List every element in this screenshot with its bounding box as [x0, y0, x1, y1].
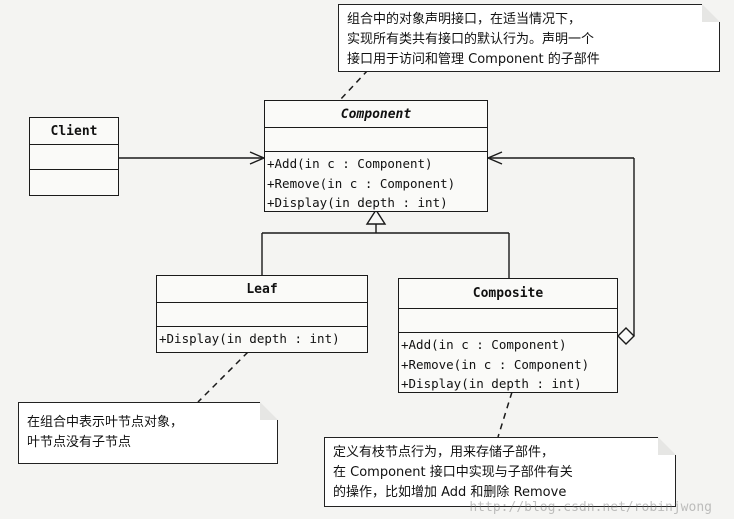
leaf-op-display: +Display(in depth : int): [159, 331, 340, 346]
composite-op-remove: +Remove(in c : Component): [401, 356, 590, 372]
component-class-name: Component: [265, 101, 487, 128]
component-note-line-2: 实现所有类共有接口的默认行为。声明一个: [347, 32, 595, 47]
composite-operations-compartment: +Add(in c : Component) +Remove(in c : Co…: [399, 333, 617, 394]
composite-attributes-compartment: [399, 309, 617, 333]
watermark: http://blog.csdn.net/robinjwong: [469, 500, 712, 515]
composite-note-line-1: 定义有枝节点行为，用来存储子部件，: [333, 445, 555, 460]
component-note-line-3: 接口用于访问和管理 Component 的子部件: [347, 52, 600, 67]
composite-aggregation: [486, 151, 635, 345]
component-attributes-compartment: [265, 128, 487, 152]
composite-note-link: [497, 391, 513, 438]
component-note: 组合中的对象声明接口，在适当情况下， 实现所有类共有接口的默认行为。声明一个 接…: [338, 3, 721, 72]
leaf-operations-compartment: +Display(in depth : int): [157, 327, 367, 349]
component-op-remove: +Remove(in c : Component): [267, 175, 456, 191]
component-note-link: [339, 69, 369, 101]
component-operations-compartment: +Add(in c : Component) +Remove(in c : Co…: [265, 152, 487, 213]
leaf-attributes-compartment: [157, 303, 367, 327]
composite-op-add: +Add(in c : Component): [401, 337, 567, 352]
generalization-connector: [261, 223, 510, 278]
leaf-note-link: [197, 351, 249, 403]
component-op-display: +Display(in depth : int): [267, 195, 448, 210]
client-attributes-compartment: [30, 145, 118, 170]
client-component-association: [119, 151, 266, 165]
leaf-note-line-2: 叶节点没有子节点: [27, 435, 132, 450]
leaf-note: 在组合中表示叶节点对象， 叶节点没有子节点: [18, 401, 279, 464]
leaf-note-line-1: 在组合中表示叶节点对象，: [27, 415, 184, 430]
composite-note-line-3: 的操作，比如增加 Add 和删除 Remove: [333, 485, 567, 500]
note-fold-corner: [260, 401, 279, 420]
leaf-class-name: Leaf: [157, 276, 367, 303]
note-fold-corner: [702, 3, 721, 22]
composite-op-display: +Display(in depth : int): [401, 376, 582, 391]
component-class: Component +Add(in c : Component) +Remove…: [264, 100, 488, 212]
component-note-line-1: 组合中的对象声明接口，在适当情况下，: [347, 12, 582, 27]
component-op-add: +Add(in c : Component): [267, 156, 433, 171]
composite-class-name: Composite: [399, 279, 617, 309]
composite-note: 定义有枝节点行为，用来存储子部件， 在 Component 接口中实现与子部件有…: [324, 436, 677, 507]
generalization-arrowhead: [365, 208, 387, 225]
client-class: Client: [29, 117, 119, 196]
note-fold-corner: [658, 436, 677, 455]
composite-class: Composite +Add(in c : Component) +Remove…: [398, 278, 618, 393]
leaf-class: Leaf +Display(in depth : int): [156, 275, 368, 353]
client-class-name: Client: [30, 118, 118, 145]
client-operations-compartment: [30, 170, 118, 194]
composite-note-line-2: 在 Component 接口中实现与子部件有关: [333, 465, 573, 480]
